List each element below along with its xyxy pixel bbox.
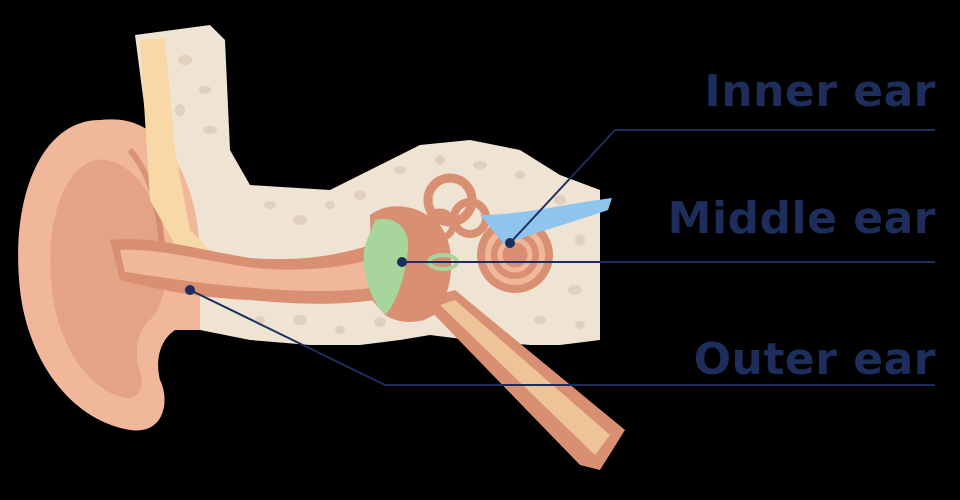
bone-pores [175, 55, 585, 334]
leader-line-inner [509, 129, 935, 244]
pointer-dot-middle [397, 257, 407, 267]
ear-canal [110, 239, 375, 304]
pointer-dot-outer [185, 285, 195, 295]
pointer-dot-inner [505, 238, 515, 248]
inner-ear-structures [423, 173, 553, 293]
eardrum [363, 218, 409, 315]
ear-cartilage [140, 38, 215, 265]
label-inner-ear: Inner ear [704, 66, 936, 117]
label-middle-ear: Middle ear [667, 193, 936, 244]
auditory-nerve [480, 198, 612, 245]
label-outer-ear: Outer ear [693, 334, 936, 385]
leader-line-outer [189, 289, 935, 386]
